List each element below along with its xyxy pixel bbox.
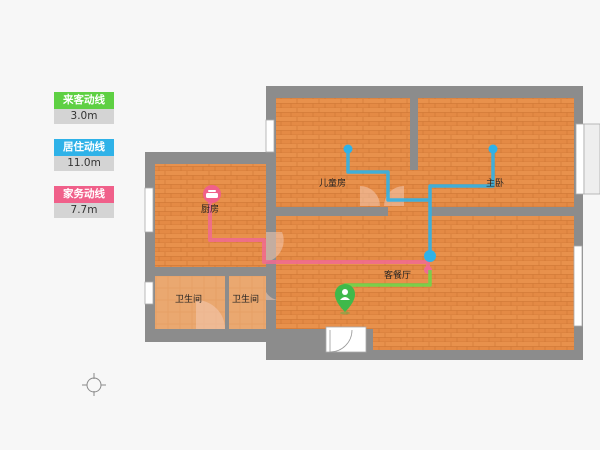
legend-guest-label: 来客动线: [54, 92, 114, 109]
room-living-dining-south: [373, 326, 574, 350]
person-icon: [335, 284, 355, 315]
label-living-dining: 客餐厅: [384, 269, 411, 281]
housework-route-line: [208, 195, 430, 270]
label-bathroom-1: 卫生间: [175, 293, 202, 305]
living-route-end-master: [488, 144, 498, 154]
living-route-end-kids: [343, 144, 353, 154]
label-bathroom-2: 卫生间: [232, 293, 259, 305]
compass-icon: [82, 373, 106, 396]
legend-living-label: 居住动线: [54, 139, 114, 156]
legend-living-value: 11.0m: [54, 156, 114, 171]
label-kitchen: 厨房: [201, 203, 219, 215]
living-route-lines: [346, 150, 495, 256]
legend-housework-route: 家务动线 7.7m: [54, 186, 114, 218]
entrance-door-swing: [329, 329, 353, 353]
living-route-hub: [424, 250, 436, 262]
wall-bathroom-divider: [225, 276, 229, 329]
legend-housework-value: 7.7m: [54, 203, 114, 218]
entrance-door: [325, 326, 367, 353]
legend-guest-value: 3.0m: [54, 109, 114, 124]
windows: [144, 119, 600, 327]
legend-housework-label: 家务动线: [54, 186, 114, 203]
pot-icon: [203, 185, 221, 203]
legend-guest-route: 来客动线 3.0m: [54, 92, 114, 124]
legend-living-route: 居住动线 11.0m: [54, 139, 114, 171]
label-master-bedroom: 主卧: [486, 177, 504, 189]
label-kids-room: 儿童房: [319, 177, 346, 189]
room-bathroom-2: [229, 276, 266, 329]
room-master-bedroom: [418, 98, 574, 207]
